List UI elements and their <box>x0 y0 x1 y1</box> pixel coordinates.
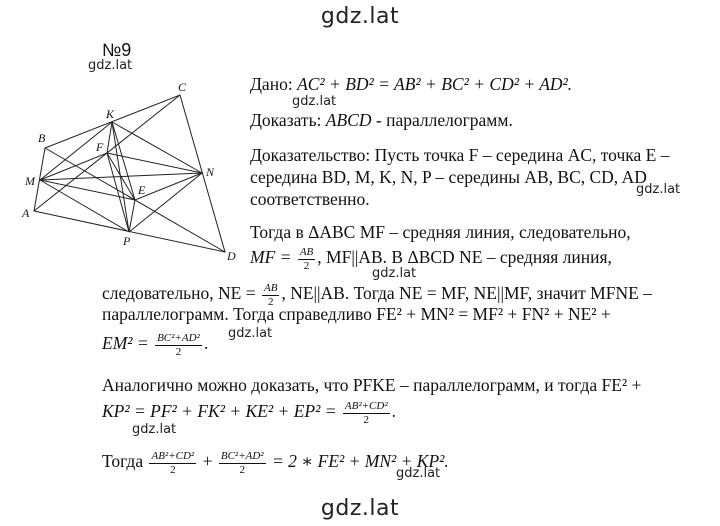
mf-line-start: MF = <box>250 247 296 268</box>
watermark-small: gdz.lat <box>132 422 177 437</box>
watermark-small: gdz.lat <box>292 94 337 109</box>
label-c: C <box>178 80 187 94</box>
label-b: B <box>38 131 46 145</box>
prove-label: Доказать: <box>250 110 326 130</box>
label-d: D <box>226 249 236 263</box>
label-k: K <box>105 107 115 121</box>
then-line-1: Тогда в ΔABC MF – средняя линия, следова… <box>250 222 631 242</box>
segment-mk <box>39 121 113 181</box>
segment-kp <box>111 121 130 233</box>
prove-rest: - параллелограмм. <box>371 110 513 130</box>
label-e: E <box>137 183 146 197</box>
geometry-figure: C K B F M N E A P D <box>21 80 236 263</box>
ne-line-start: следовательно, NE = <box>102 283 260 304</box>
label-m: M <box>24 174 36 188</box>
em-line-start: EM² = <box>102 333 154 354</box>
given-formula: AC² + BD² = AB² + BC² + CD² + AD². <box>297 74 573 94</box>
segment-fe <box>106 152 136 201</box>
watermark-small: gdz.lat <box>636 182 681 197</box>
task-number: №9 <box>102 40 132 60</box>
watermark-top: gdz.lat <box>320 4 400 29</box>
final-line-end: = 2 ∗ FE² + MN² + KP². <box>267 451 449 472</box>
watermark-small: gdz.lat <box>228 326 273 341</box>
watermark-small: gdz.lat <box>88 58 133 73</box>
em-line-end: . <box>203 333 209 354</box>
proof-line-2: середина BD, M, K, N, P – середины AB, B… <box>250 167 647 187</box>
final-line-start: Тогда <box>102 451 148 472</box>
watermark-small: gdz.lat <box>372 266 417 281</box>
parallelogram-line: параллелограмм. Тогда справедливо FE² + … <box>102 304 611 324</box>
watermark-bottom: gdz.lat <box>320 496 400 521</box>
analog-line: Аналогично можно доказать, что PFKE – па… <box>102 375 642 395</box>
given-label: Дано: <box>250 74 298 94</box>
given-line: Дано: AC² + BD² = AB² + BC² + CD² + AD². <box>250 74 573 94</box>
mf-line-end: , MF||AB. В ΔBCD NE – средняя линия, <box>317 247 612 268</box>
segment-np <box>128 172 203 233</box>
kp-line-start: KP² = PF² + FK² + KE² + EP² = <box>102 401 341 422</box>
ne-line-end: , NE||AB. Тогда NE = MF, NE||MF, значит … <box>281 283 652 304</box>
watermark-small: gdz.lat <box>396 466 441 481</box>
final-plus: + <box>198 451 217 472</box>
label-p: P <box>122 234 131 248</box>
label-n: N <box>205 165 215 179</box>
label-f: F <box>95 140 104 154</box>
kp-line-end: . <box>391 401 396 422</box>
segment-pm <box>39 179 130 233</box>
proof-line-3: соответственно. <box>250 189 370 209</box>
label-a: A <box>21 206 30 220</box>
proof-line-1: Доказательство: Пусть точка F – середина… <box>250 145 670 165</box>
segment-kn <box>111 121 203 174</box>
prove-line: Доказать: ABCD - параллелограмм. <box>250 110 513 130</box>
prove-object: ABCD <box>325 110 372 130</box>
